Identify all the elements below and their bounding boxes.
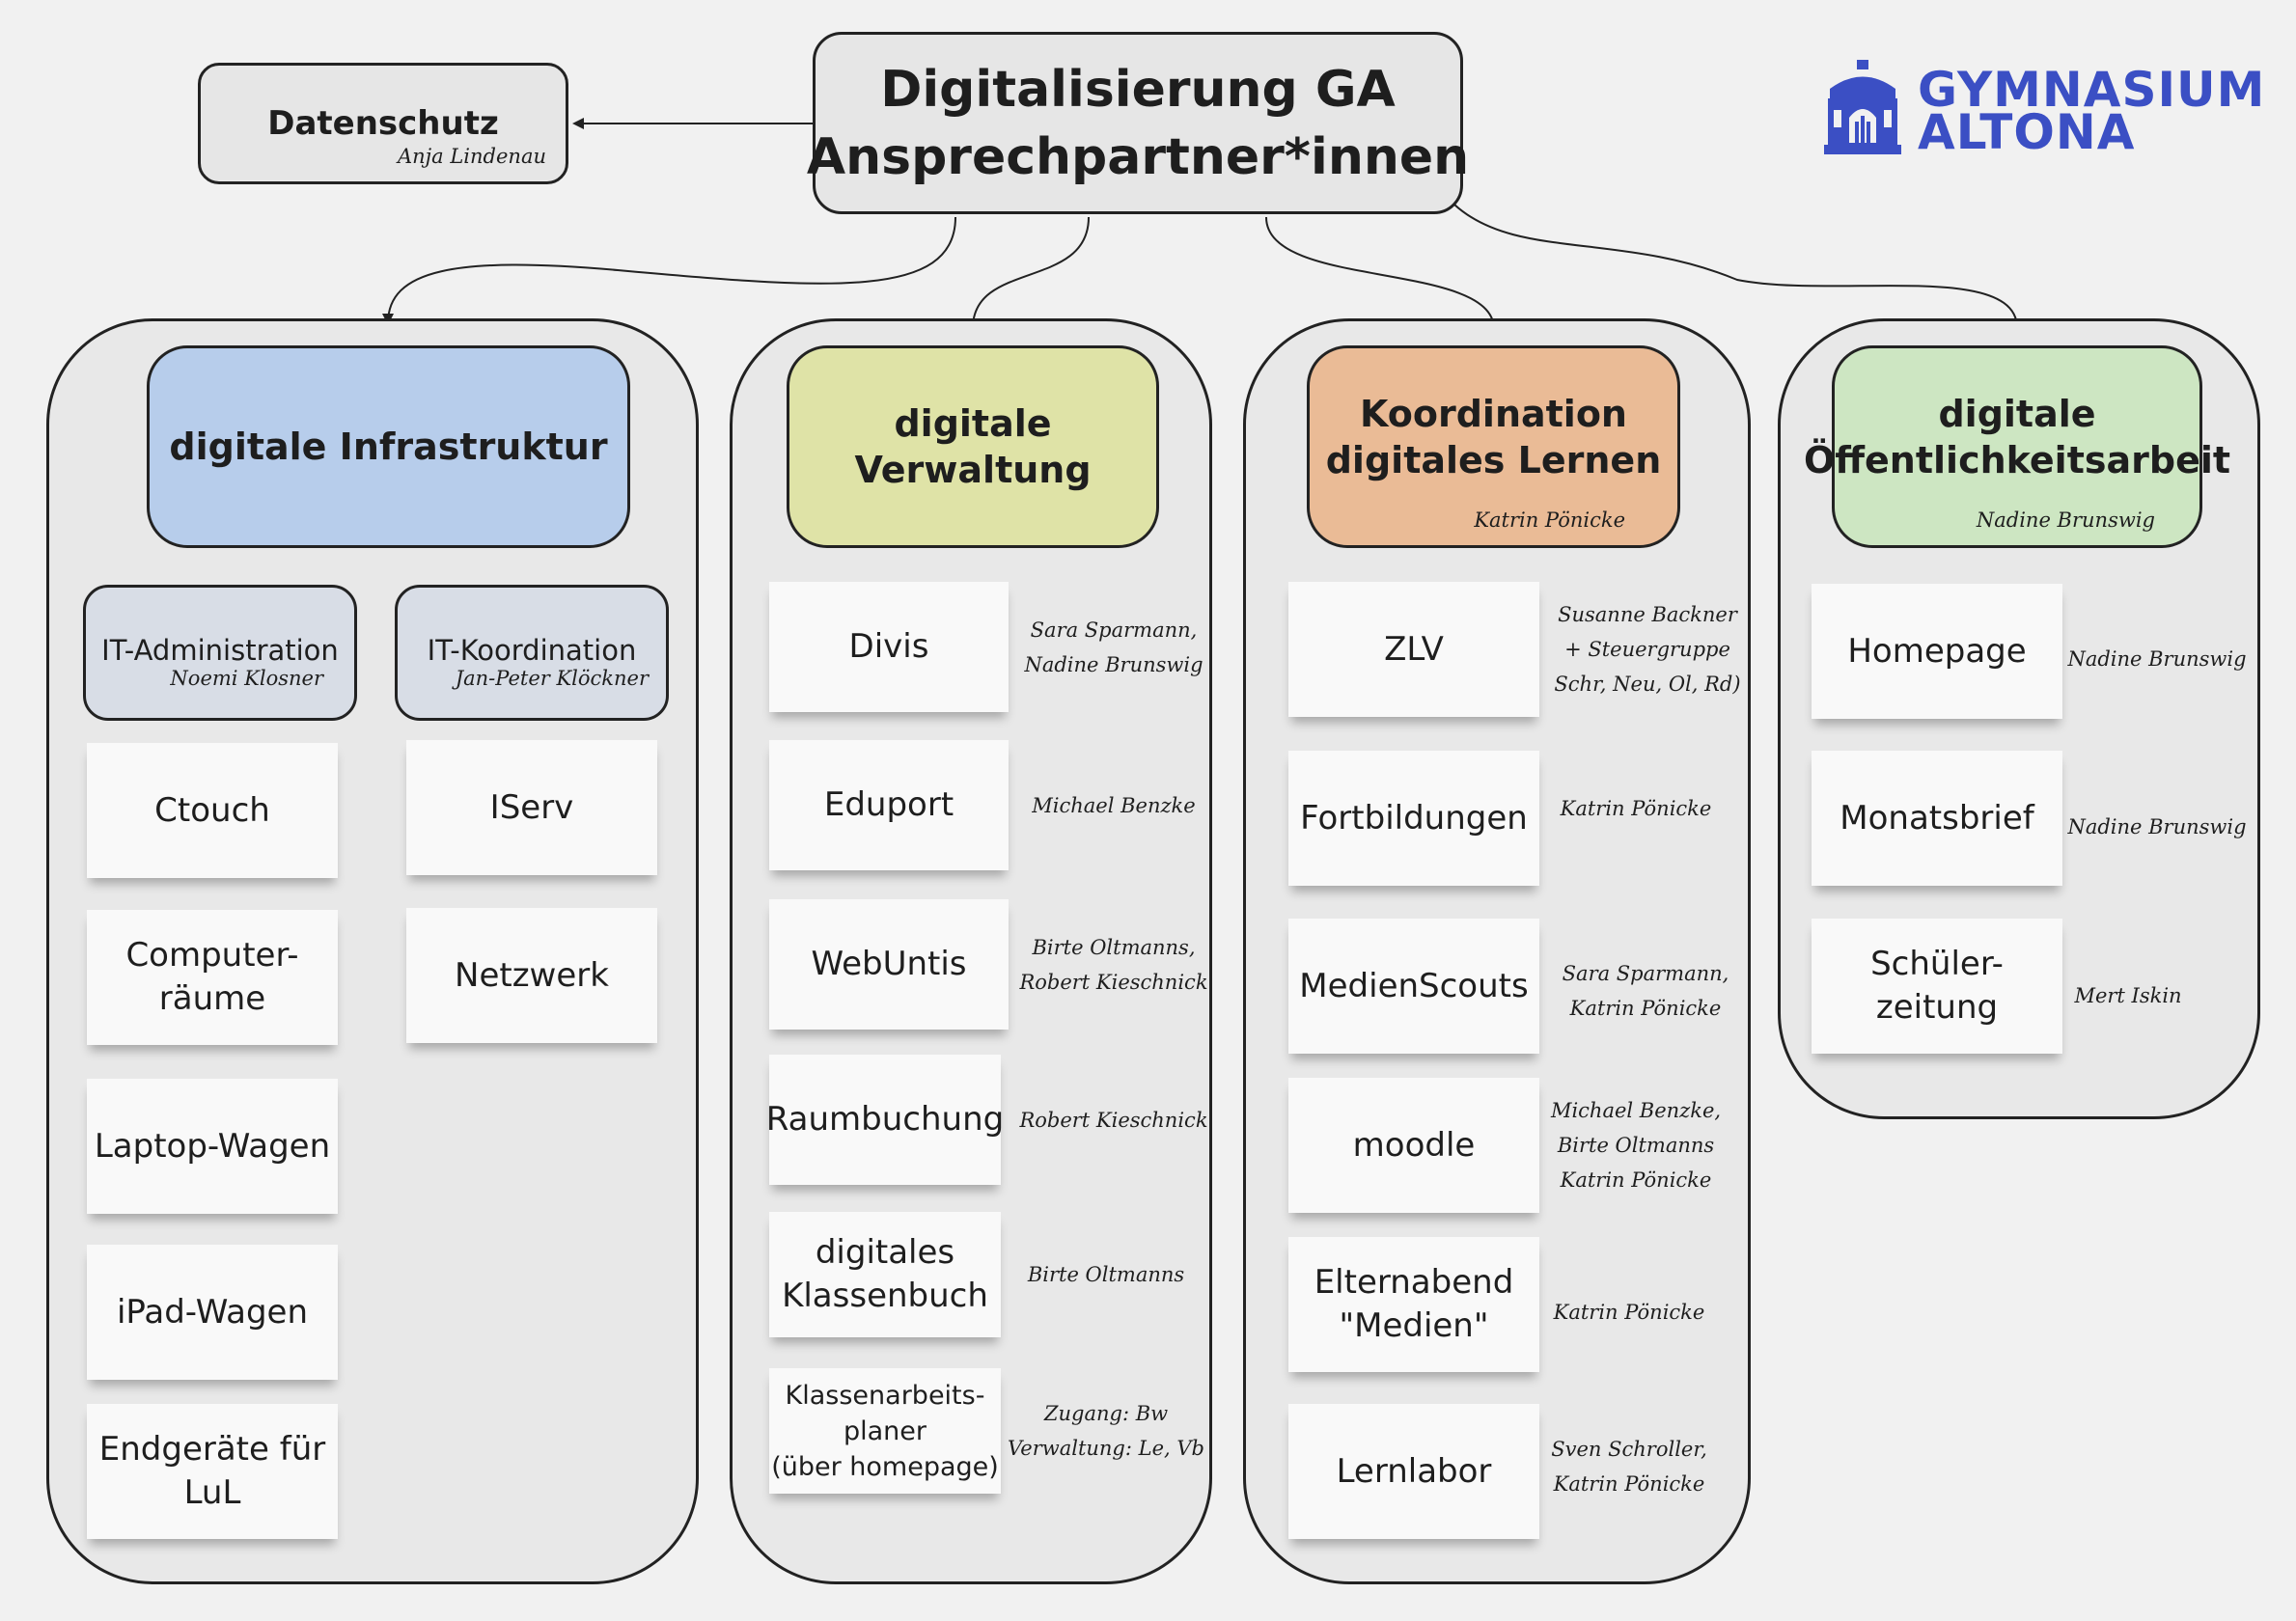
note-elternabend: Elternabend "Medien" — [1288, 1237, 1539, 1372]
subgroup-it-koordination: IT-Koordination Jan-Peter Klöckner — [395, 585, 669, 721]
note-moodle: moodle — [1288, 1078, 1539, 1213]
note-ipad-wagen: iPad-Wagen — [87, 1245, 338, 1380]
person-elternabend: Katrin Pönicke — [1553, 1301, 1705, 1324]
note-eduport: Eduport — [769, 740, 1009, 870]
arrow-to-infrastruktur — [382, 216, 956, 325]
header-oeffentlichkeitsarbeit-person: Nadine Brunswig — [1976, 508, 2155, 532]
header-verwaltung: digitale Verwaltung — [787, 345, 1159, 548]
note-zlv: ZLV — [1288, 582, 1539, 717]
person-divis: Sara Sparmann, Nadine Brunswig — [1024, 618, 1203, 676]
subgroup-it-administration-label: IT-Administration — [101, 633, 339, 667]
header-oeffentlichkeitsarbeit-label: digitale Öffentlichkeitsarbeit — [1803, 393, 2231, 481]
note-netzwerk: Netzwerk — [406, 908, 657, 1043]
person-fortbildungen: Katrin Pönicke — [1560, 797, 1712, 820]
note-fortbildungen: Fortbildungen — [1288, 751, 1539, 886]
person-medienscouts: Sara Sparmann, Katrin Pönicke — [1562, 962, 1729, 1020]
note-endgeraete-lul: Endgeräte für LuL — [87, 1404, 338, 1539]
logo-text-line2: ALTONA — [1918, 104, 2136, 160]
arrow-to-oeffentlichkeit — [1453, 204, 2023, 330]
note-medienscouts: MedienScouts — [1288, 919, 1539, 1054]
header-lernen: Koordination digitales Lernen Katrin Pön… — [1307, 345, 1680, 548]
note-computerraeume: Computer- räume — [87, 910, 338, 1045]
main-title-box: Digitalisierung GA Ansprechpartner*innen — [807, 32, 1469, 214]
subgroup-it-administration: IT-Administration Noemi Klosner — [83, 585, 357, 721]
note-divis: Divis — [769, 582, 1009, 712]
note-homepage: Homepage — [1812, 584, 2062, 719]
person-raumbuchung: Robert Kieschnick — [1019, 1108, 1208, 1132]
datenschutz-person: Anja Lindenau — [397, 145, 546, 168]
note-raumbuchung: Raumbuchung — [766, 1055, 1004, 1185]
person-klassenarbeitsplaner: Zugang: Bw Verwaltung: Le, Vb — [1008, 1402, 1204, 1460]
header-lernen-label: Koordination digitales Lernen — [1325, 393, 1662, 481]
main-title-line2: Ansprechpartner*innen — [806, 127, 1470, 186]
header-verwaltung-label: digitale Verwaltung — [854, 402, 1092, 491]
note-schuelerzeitung: Schüler- zeitung — [1812, 919, 2062, 1054]
person-moodle: Michael Benzke, Birte Oltmanns Katrin Pö… — [1550, 1099, 1722, 1192]
arrow-to-verwaltung — [967, 216, 1090, 330]
subgroup-it-koordination-label: IT-Koordination — [427, 633, 637, 667]
person-homepage: Nadine Brunswig — [2067, 647, 2247, 671]
person-monatsbrief: Nadine Brunswig — [2067, 815, 2247, 838]
school-building-icon — [1824, 60, 1901, 154]
person-zlv: Susanne Backner + Steuergruppe Schr, Neu… — [1554, 603, 1741, 696]
arrow-to-lernen — [1265, 216, 1500, 330]
note-monatsbrief: Monatsbrief — [1812, 751, 2062, 886]
note-laptop-wagen: Laptop-Wagen — [87, 1079, 338, 1214]
note-webuntis: WebUntis — [769, 899, 1009, 1030]
header-infrastruktur-label: digitale Infrastruktur — [169, 426, 608, 468]
header-oeffentlichkeitsarbeit: digitale Öffentlichkeitsarbeit Nadine Br… — [1804, 345, 2230, 548]
person-digitales-klassenbuch: Birte Oltmanns — [1027, 1263, 1185, 1286]
note-klassenarbeitsplaner: Klassenarbeits- planer (über homepage) — [769, 1368, 1001, 1494]
datenschutz-label: Datenschutz — [267, 104, 499, 143]
person-eduport: Michael Benzke — [1032, 793, 1196, 817]
subgroup-it-koordination-person: Jan-Peter Klöckner — [455, 667, 649, 690]
note-iserv: IServ — [406, 740, 657, 875]
person-schuelerzeitung: Mert Iskin — [2074, 984, 2182, 1007]
subgroup-it-administration-person: Noemi Klosner — [170, 667, 323, 690]
main-title-line1: Digitalisierung GA — [880, 60, 1396, 119]
note-digitales-klassenbuch: digitales Klassenbuch — [769, 1212, 1001, 1337]
logo-text-line1: GYMNASIUM — [1918, 62, 2266, 118]
datenschutz-box: Datenschutz Anja Lindenau — [198, 63, 568, 184]
person-webuntis: Birte Oltmanns, Robert Kieschnick — [1019, 935, 1208, 994]
header-infrastruktur: digitale Infrastruktur — [147, 345, 630, 548]
note-lernlabor: Lernlabor — [1288, 1404, 1539, 1539]
header-lernen-person: Katrin Pönicke — [1474, 508, 1625, 532]
note-ctouch: Ctouch — [87, 743, 338, 878]
person-lernlabor: Sven Schroller, Katrin Pönicke — [1551, 1438, 1707, 1496]
